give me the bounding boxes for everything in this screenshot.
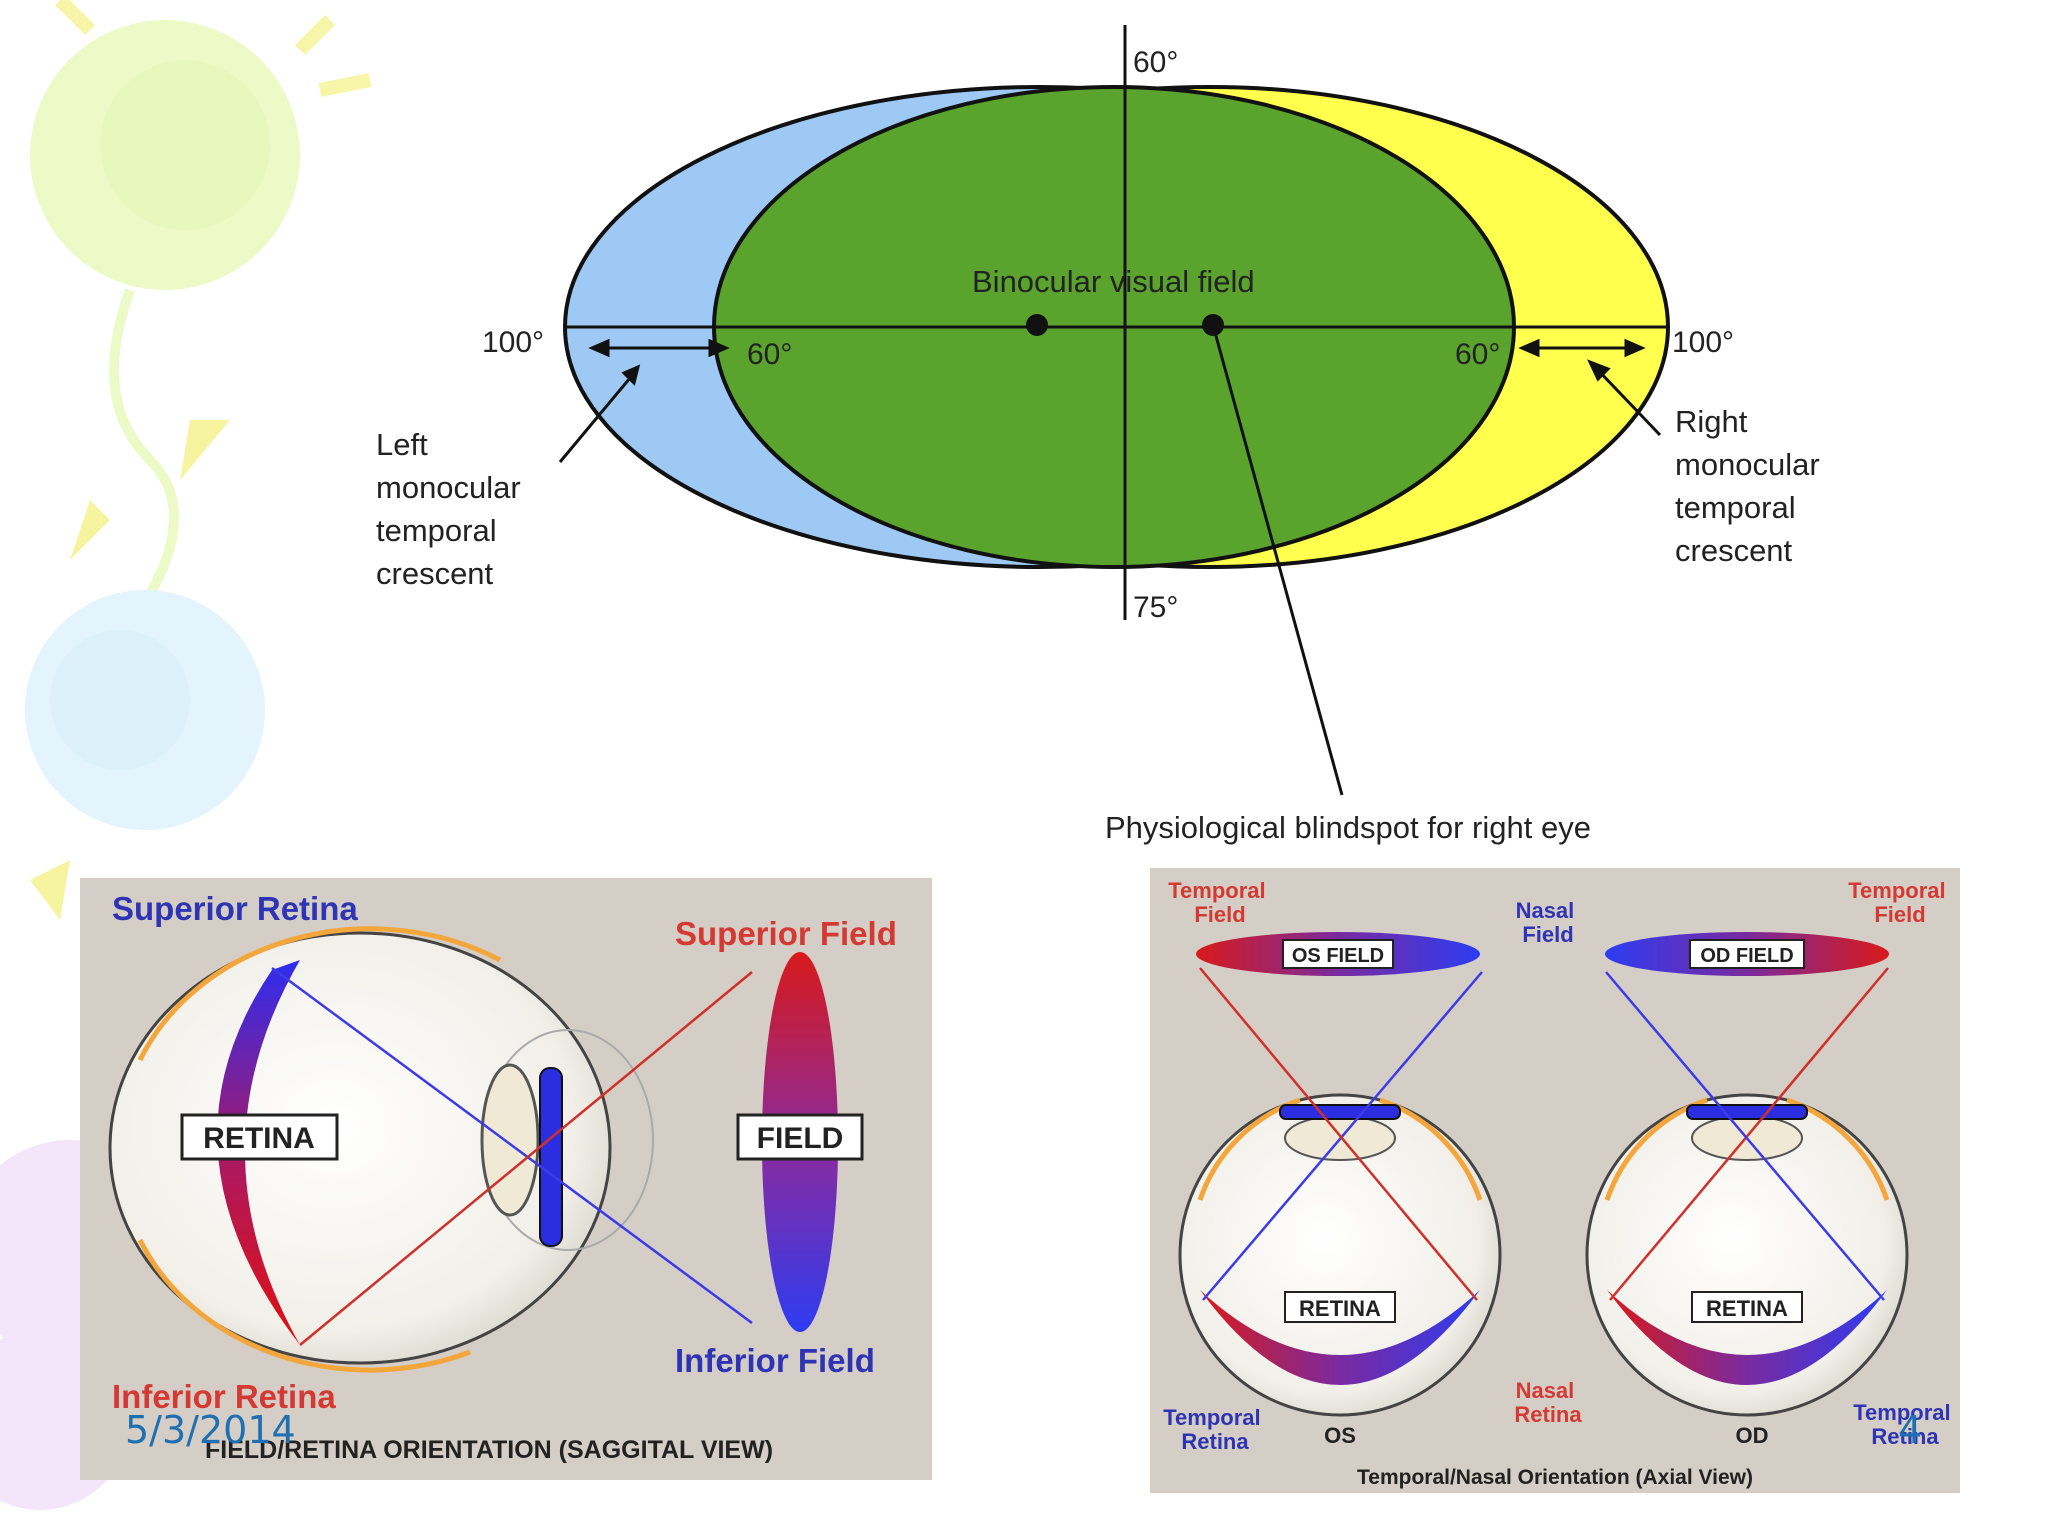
blindspot-label: Physiological blindspot for right eye [1105, 810, 1591, 845]
degree-right-inner-label: 60° [1455, 338, 1500, 371]
blindspot-pointer [1211, 324, 1344, 796]
od-retina-text: RETINA [1706, 1296, 1788, 1321]
slide-date: 5/3/2014 [125, 1408, 296, 1452]
degree-bottom-label: 75° [1133, 591, 1178, 624]
degree-top-label: 60° [1133, 46, 1178, 79]
od-field-box [1689, 939, 1805, 969]
od-retina-box [1691, 1291, 1803, 1323]
sagittal-caption: FIELD/RETINA ORIENTATION (SAGGITAL VIEW) [205, 1436, 773, 1464]
inferior-field-label: Inferior Field [675, 1342, 875, 1379]
temporal-retina-left-label: Temporal Retina [1163, 1405, 1267, 1454]
degree-left-outer-label: 100° [482, 326, 544, 359]
slide-number: 4 [1898, 1408, 1923, 1452]
inferior-retina-label: Inferior Retina [112, 1378, 336, 1415]
degree-left-inner-label: 60° [747, 338, 792, 371]
sagittal-field-text: FIELD [757, 1122, 844, 1155]
os-eye [1178, 1093, 1502, 1417]
axial-rays [1199, 967, 1889, 1301]
left-blindspot-dot [1026, 314, 1048, 336]
right-crescent-label: Right monocular temporal crescent [1675, 404, 1828, 568]
od-eye [1585, 1093, 1909, 1417]
os-field-box [1282, 939, 1394, 969]
sagittal-eyeball [108, 926, 654, 1373]
sagittal-field-box [736, 1113, 864, 1161]
os-retina-box [1284, 1291, 1396, 1323]
axial-caption: Temporal/Nasal Orientation (Axial View) [1357, 1466, 1753, 1489]
sagittal-retina-text: RETINA [203, 1122, 315, 1155]
balloon-blue-decoration [25, 590, 265, 830]
binocular-field-label: Binocular visual field [972, 264, 1255, 299]
temporal-field-left-label: Temporal Field [1168, 878, 1272, 927]
nasal-retina-label: Nasal Retina [1514, 1378, 1582, 1427]
os-label: OS [1324, 1423, 1356, 1448]
balloon-green-decoration [30, 0, 372, 643]
right-crescent-arrow [1518, 338, 1662, 437]
sagittal-rays [271, 966, 753, 1346]
degree-right-outer-label: 100° [1672, 326, 1734, 359]
od-label: OD [1736, 1423, 1769, 1448]
temporal-field-right-label: Temporal Field [1848, 878, 1952, 927]
left-crescent-arrow [558, 338, 730, 463]
superior-field-label: Superior Field [675, 915, 897, 952]
od-field-text: OD FIELD [1700, 945, 1793, 967]
sun-rays-decoration [30, 420, 230, 920]
temporal-retina-right-label: Temporal Retina [1853, 1400, 1957, 1449]
superior-retina-label: Superior Retina [112, 890, 358, 927]
left-crescent-label: Left monocular temporal crescent [376, 427, 529, 591]
os-field-text: OS FIELD [1292, 945, 1384, 967]
nasal-field-label: Nasal Field [1516, 898, 1581, 947]
os-retina-text: RETINA [1299, 1296, 1381, 1321]
sagittal-retina-box [180, 1113, 339, 1161]
